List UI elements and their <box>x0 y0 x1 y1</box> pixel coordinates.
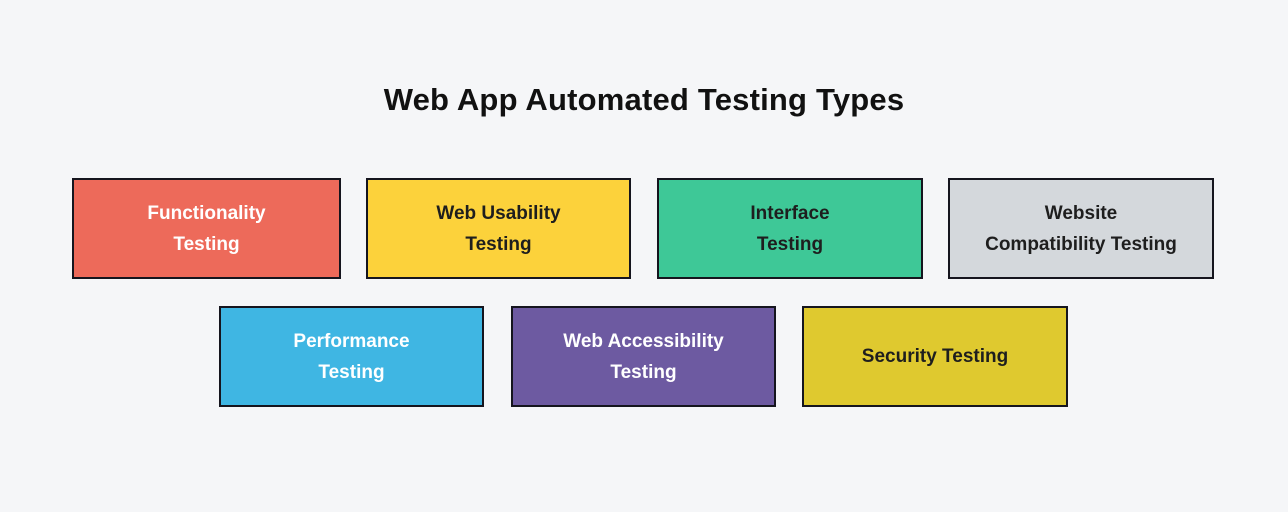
box-web-accessibility-testing: Web Accessibility Testing <box>511 306 776 407</box>
box-label-line: Compatibility Testing <box>985 233 1177 255</box>
box-label-line: Security Testing <box>861 346 1009 367</box>
box-label-line: Web Accessibility <box>563 330 724 352</box>
box-label-line: Testing <box>173 233 240 255</box>
box-label-line: Performance <box>293 330 410 352</box>
box-label-line: Testing <box>318 361 385 383</box>
box-label-line: Testing <box>610 361 677 383</box>
box-web-usability-testing: Web Usability Testing <box>366 178 631 279</box>
box-security-testing: Security Testing <box>802 306 1068 407</box>
box-performance-testing: Performance Testing <box>219 306 484 407</box>
box-label-line: Testing <box>756 233 824 255</box>
page-title: Web App Automated Testing Types <box>383 82 905 117</box>
box-label-line: Interface <box>750 202 830 224</box>
box-website-compatibility-testing: Website Compatibility Testing <box>948 178 1214 279</box>
box-label-line: Functionality <box>147 202 266 224</box>
box-interface-testing: Interface Testing <box>657 178 923 279</box>
box-label-line: Web Usability <box>436 202 561 224</box>
box-functionality-testing: Functionality Testing <box>72 178 341 279</box>
box-label-line: Website <box>1044 202 1118 224</box>
box-label-line: Testing <box>465 233 532 255</box>
